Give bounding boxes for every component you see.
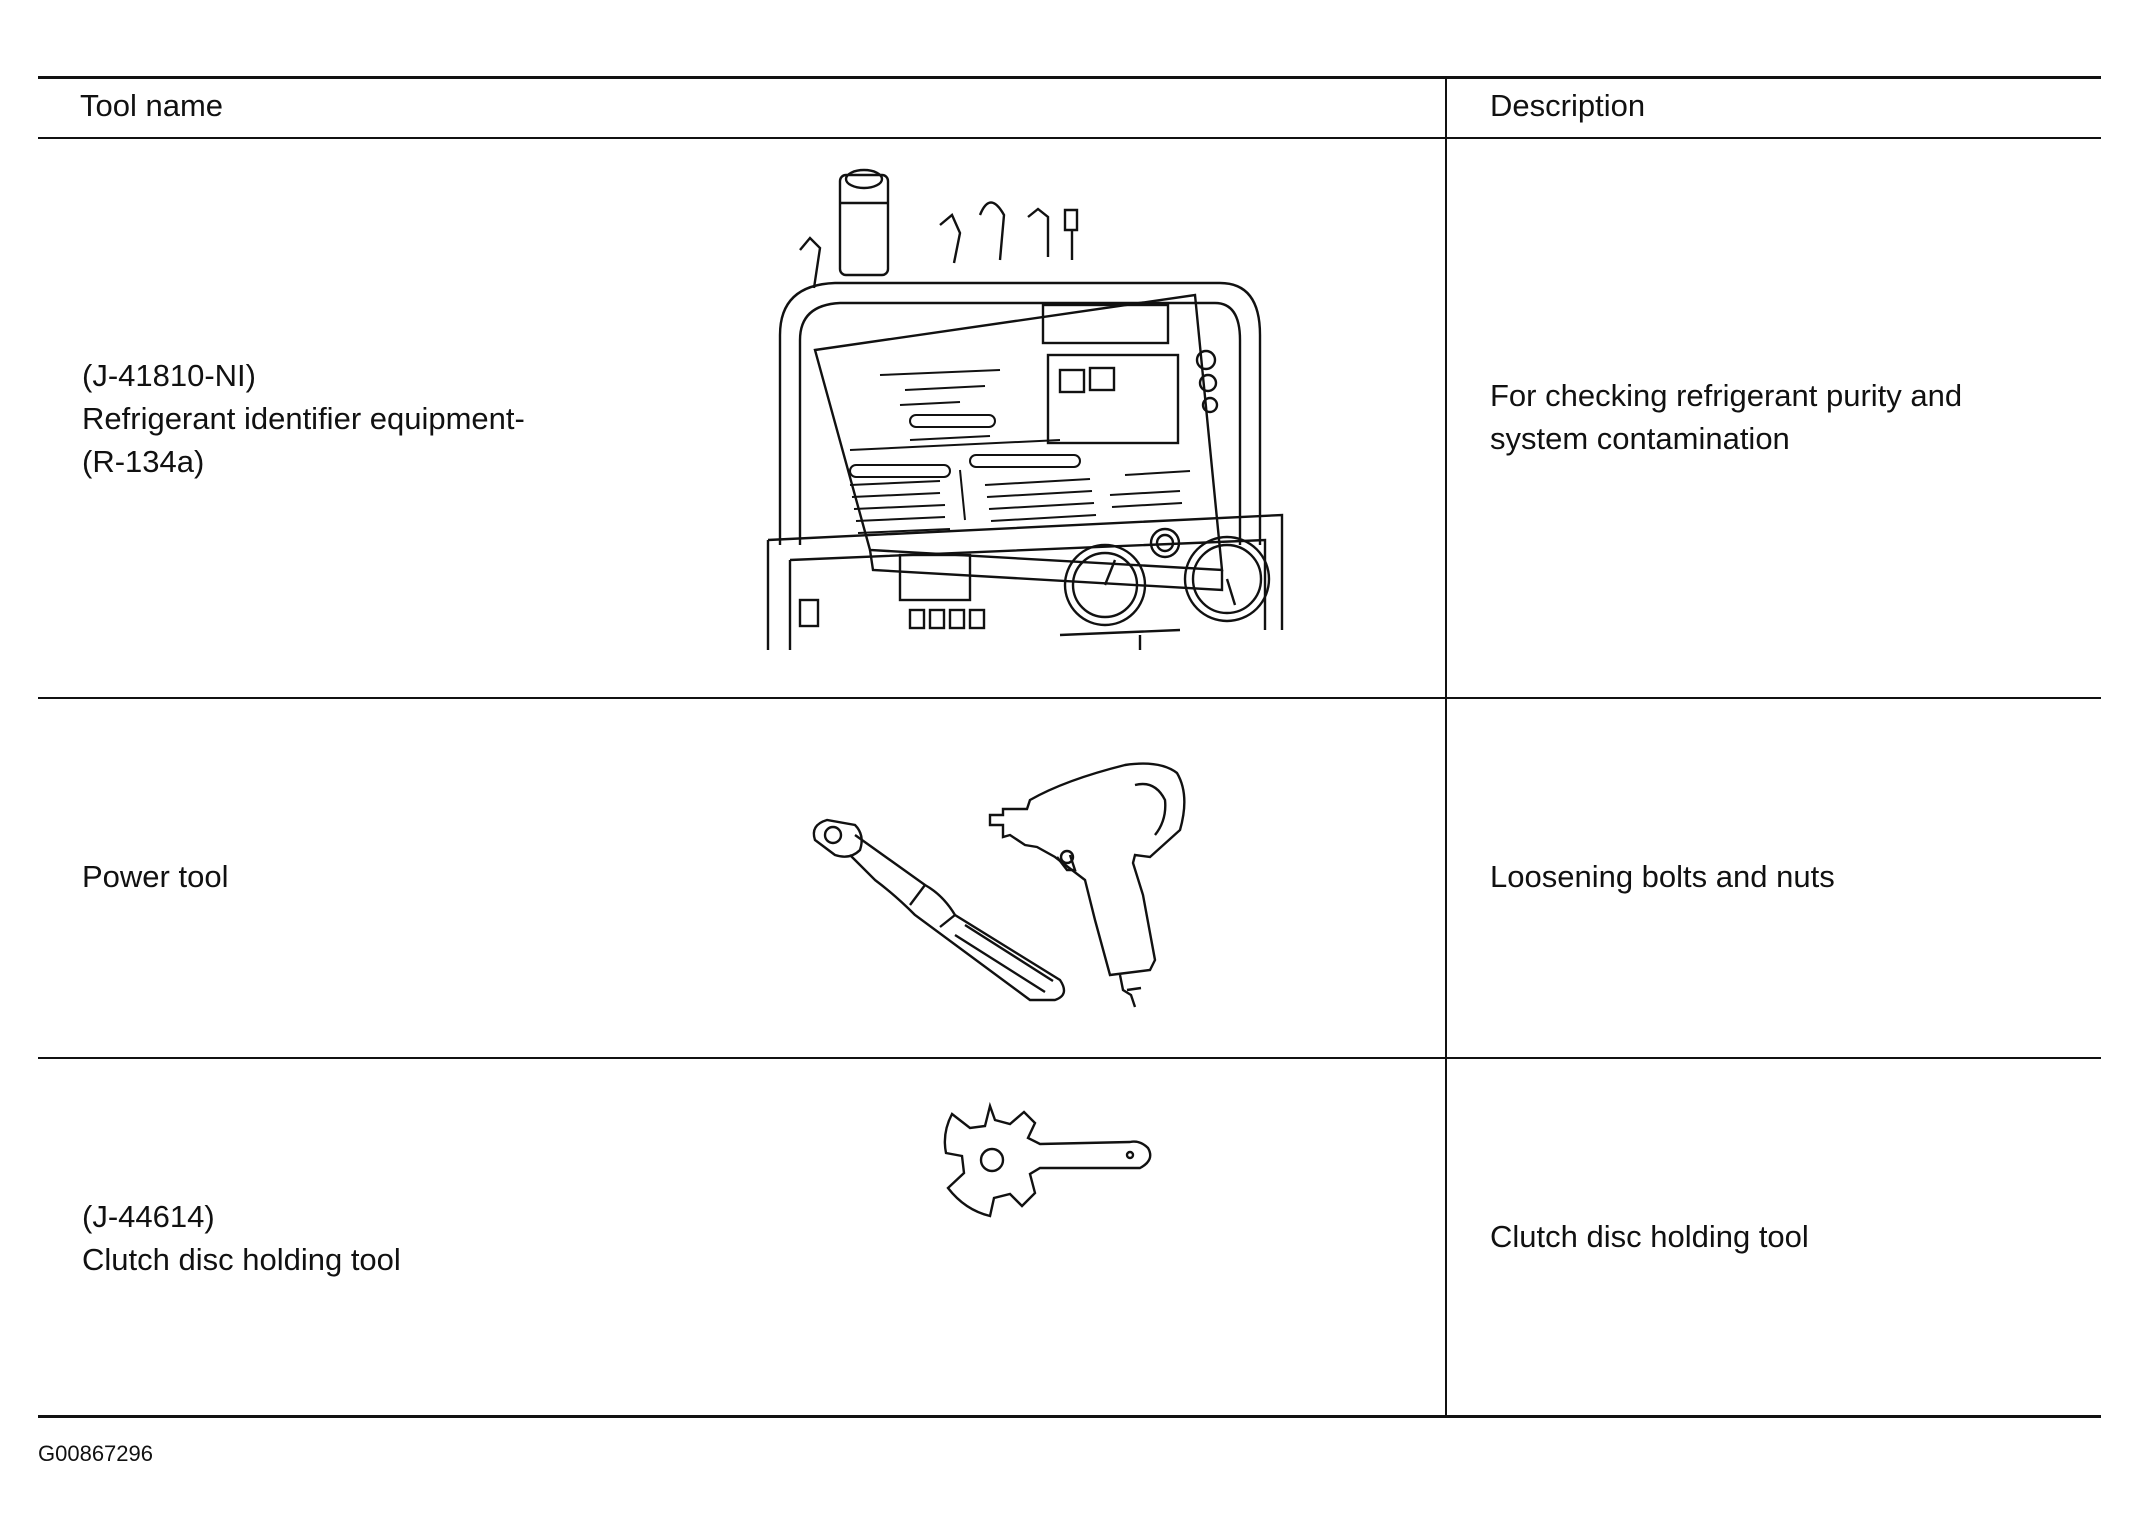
tool-name-line: (J-41810-NI) bbox=[82, 358, 256, 393]
figure-code: G00867296 bbox=[38, 1441, 153, 1466]
tool-name-line: (J-44614) bbox=[82, 1199, 215, 1234]
description-line: Loosening bolts and nuts bbox=[1490, 859, 1835, 894]
power-tool-illustration bbox=[805, 745, 1255, 1010]
clutch-disc-holding-tool-illustration bbox=[940, 1098, 1160, 1223]
row-divider bbox=[38, 1057, 2101, 1059]
description-line: Clutch disc holding tool bbox=[1490, 1219, 1809, 1254]
table-top-rule bbox=[38, 76, 2101, 79]
tool-name-line: Refrigerant identifier equipment- bbox=[82, 401, 525, 436]
row-divider bbox=[38, 697, 2101, 699]
header-description: Description bbox=[1490, 88, 1646, 123]
tool-name-line: Clutch disc holding tool bbox=[82, 1242, 401, 1277]
header-tool-name: Tool name bbox=[80, 88, 224, 123]
refrigerant-identifier-illustration bbox=[760, 165, 1295, 650]
description-line: For checking refrigerant purity and bbox=[1490, 378, 1963, 413]
header-rule bbox=[38, 137, 2101, 139]
table-bottom-rule bbox=[38, 1415, 2101, 1418]
column-divider bbox=[1445, 78, 1447, 1416]
tool-name-line: Power tool bbox=[82, 859, 229, 894]
description-line: system contamination bbox=[1490, 421, 1790, 456]
tool-name-line: (R-134a) bbox=[82, 444, 205, 479]
